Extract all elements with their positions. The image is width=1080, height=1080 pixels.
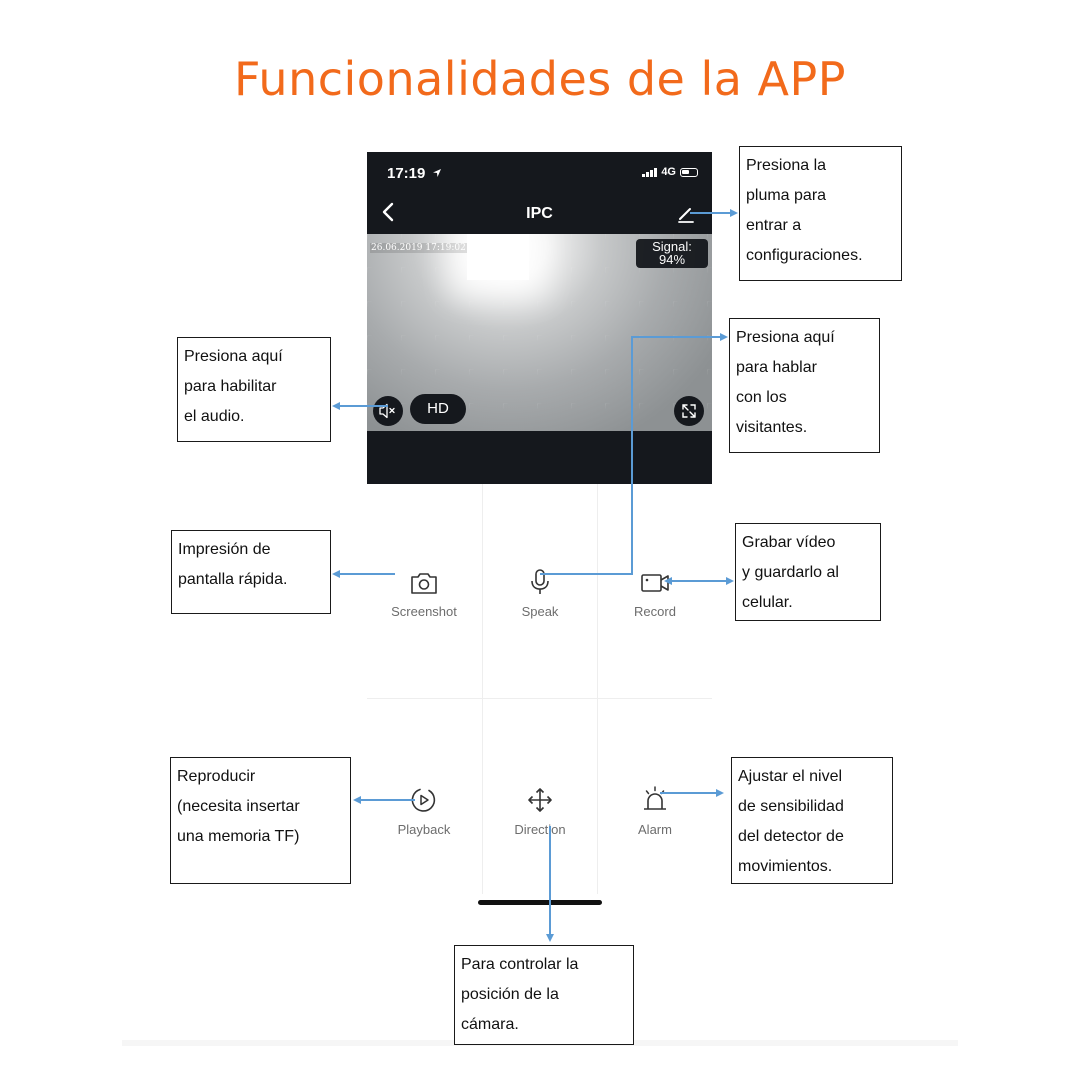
playback-label: Playback xyxy=(397,822,451,837)
battery-icon xyxy=(680,167,698,177)
note-screenshot: Impresión de pantalla rápida. xyxy=(171,530,331,614)
nav-title: IPC xyxy=(526,205,553,222)
page-title: Funcionalidades de la APP xyxy=(233,52,846,106)
ceiling-light xyxy=(467,234,529,280)
direction-label: Direction xyxy=(514,822,566,837)
direction-button[interactable]: Direction xyxy=(485,786,595,837)
note-settings: Presiona la pluma para entrar a configur… xyxy=(739,146,902,281)
speak-button[interactable]: Speak xyxy=(485,568,595,619)
signal-label: Signal: xyxy=(652,239,692,254)
mute-button[interactable] xyxy=(373,396,403,426)
edit-settings-button[interactable] xyxy=(676,204,696,224)
signal-value: 94% xyxy=(658,252,686,267)
direction-arrows-icon xyxy=(528,788,552,812)
note-audio: Presiona aquí para habilitar el audio. xyxy=(177,337,331,442)
grid-divider xyxy=(367,698,712,699)
signal-bars-icon xyxy=(642,167,658,177)
live-video-feed[interactable]: 26.06.2019 17:19:02 Signal: 94% HD xyxy=(367,234,712,431)
record-label: Record xyxy=(634,604,676,619)
grid-divider xyxy=(597,484,598,894)
note-speak: Presiona aquí para hablar con los visita… xyxy=(729,318,880,453)
alarm-siren-icon xyxy=(644,786,666,810)
status-indicators: 4G xyxy=(642,166,698,178)
edit-pen-icon xyxy=(678,208,694,223)
screenshot-label: Screenshot xyxy=(391,604,457,619)
microphone-icon xyxy=(531,569,549,594)
note-playback: Reproducir (necesita insertar una memori… xyxy=(170,757,351,884)
signal-badge: Signal: 94% xyxy=(636,239,708,268)
status-time-text: 17:19 xyxy=(387,165,426,182)
camera-icon xyxy=(411,573,437,594)
video-camera-icon xyxy=(641,574,669,592)
alarm-label: Alarm xyxy=(638,822,672,837)
network-type: 4G xyxy=(661,166,676,178)
back-button[interactable] xyxy=(381,202,395,228)
back-chevron-icon xyxy=(382,202,394,222)
fullscreen-icon xyxy=(682,404,696,418)
home-indicator xyxy=(478,900,602,905)
mute-speaker-icon xyxy=(379,403,395,419)
fullscreen-button[interactable] xyxy=(674,396,704,426)
status-time: 17:19 xyxy=(387,165,442,182)
grid-divider xyxy=(482,484,483,894)
playback-icon xyxy=(411,788,436,812)
speak-label: Speak xyxy=(521,604,559,619)
location-arrow-icon xyxy=(432,169,441,177)
playback-button[interactable]: Playback xyxy=(369,786,479,837)
phone-screen: 17:19 4G IPC 26.06.2019 17:19:02 Signal:… xyxy=(367,152,712,484)
note-record: Grabar vídeo y guardarlo al celular. xyxy=(735,523,881,621)
video-timestamp: 26.06.2019 17:19:02 xyxy=(370,243,467,253)
note-alarm: Ajustar el nivel de sensibilidad del det… xyxy=(731,757,893,884)
screenshot-button[interactable]: Screenshot xyxy=(369,570,479,619)
record-button[interactable]: Record xyxy=(600,570,710,619)
hd-quality-button[interactable]: HD xyxy=(410,394,466,424)
note-direction: Para controlar la posición de la cámara. xyxy=(454,945,634,1045)
alarm-button[interactable]: Alarm xyxy=(600,784,710,837)
